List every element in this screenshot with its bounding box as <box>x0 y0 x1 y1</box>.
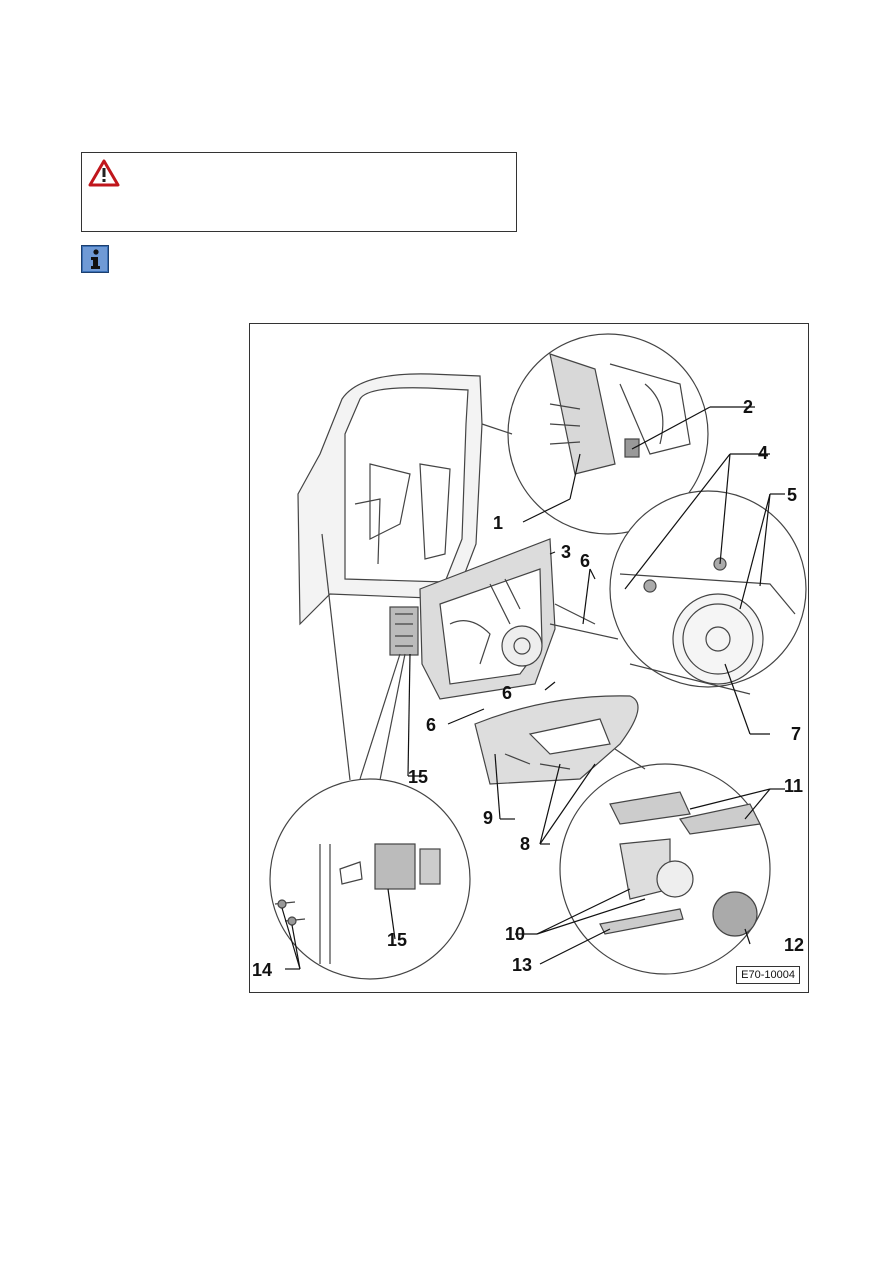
callout-3: 3 <box>561 542 572 562</box>
warning-box <box>81 152 517 232</box>
callout-6-c: 6 <box>426 715 437 735</box>
callout-4: 4 <box>758 443 769 463</box>
callout-10: 10 <box>505 924 526 944</box>
exploded-view-figure: 1 2 3 4 5 6 6 6 7 8 9 10 11 12 13 14 15 … <box>249 323 809 993</box>
info-icon <box>81 245 109 273</box>
callout-7: 7 <box>791 724 802 744</box>
callout-15-b: 15 <box>387 930 408 950</box>
figure-code-label: E70-10004 <box>736 966 800 984</box>
door-assembly-illustration <box>269 333 807 980</box>
callout-9: 9 <box>483 808 494 828</box>
callout-1: 1 <box>493 513 504 533</box>
warning-triangle-icon <box>88 159 120 187</box>
callout-12: 12 <box>784 935 805 955</box>
callout-8: 8 <box>520 834 531 854</box>
callout-14: 14 <box>252 960 273 980</box>
callout-13: 13 <box>512 955 533 975</box>
callout-11: 11 <box>784 776 804 796</box>
callout-6-a: 6 <box>580 551 591 571</box>
callout-5: 5 <box>787 485 798 505</box>
callout-6-b: 6 <box>502 683 513 703</box>
callout-2: 2 <box>743 397 754 417</box>
callout-15-a: 15 <box>408 767 429 787</box>
